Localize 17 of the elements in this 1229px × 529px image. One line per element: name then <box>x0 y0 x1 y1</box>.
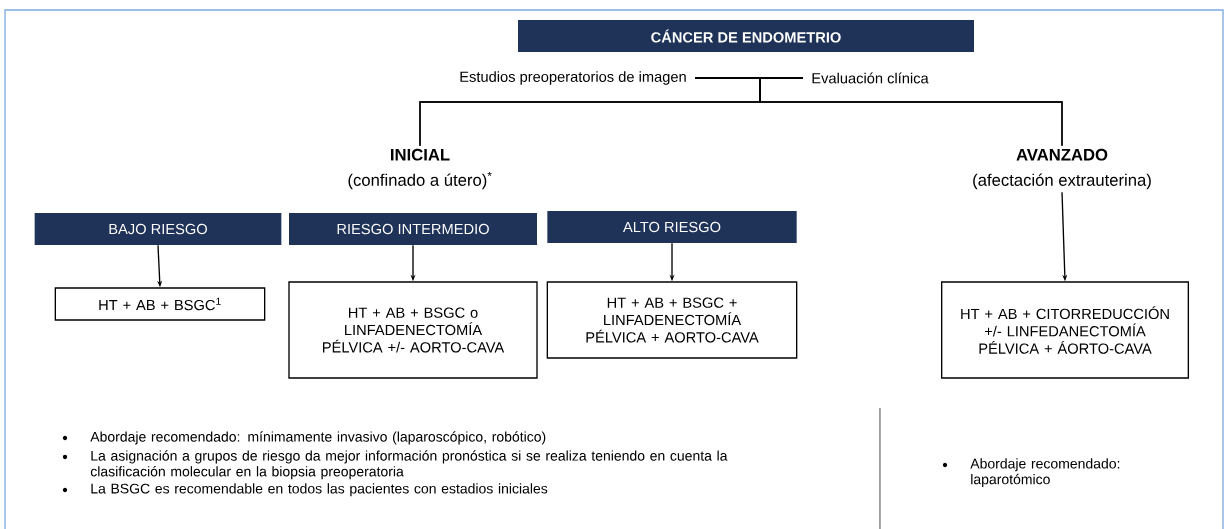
note-text: Abordaje recomendado: mínimamente invasivo (laparoscópico, robótico) <box>90 431 546 445</box>
risk-box: BAJO RIESGO <box>34 213 282 245</box>
stage-heading: INICIAL (confinado a útero)$^{*}$ <box>348 148 492 190</box>
risk-box: RIESGO INTERMEDIO <box>289 213 537 245</box>
note-text: La asignación a grupos de riesgo da mejor información pronóstica si se realiza teniendo en cuenta la clasificación molecular en la biopsia preoperatoria <box>90 450 728 480</box>
risk-box: ALTO RIESGO <box>547 211 797 243</box>
stage-heading: AVANZADO (afectación extrauterina) <box>973 148 1151 190</box>
treatment-box: HT + AB + CITORREDUCCIÓN +/- LINFEDANECTOMÍA PÉLVICA + ÁORTO-CAVA <box>941 281 1189 379</box>
bracket-line <box>759 77 1063 147</box>
treatment-box: HT + AB + BSGC + LINFADENECTOMÍA PÉLVICA + AORTO-CAVA <box>546 281 798 359</box>
header-text: Evaluación clínica <box>812 72 929 84</box>
header-text: Estudios preoperatorios de imagen <box>460 71 686 85</box>
treatment-box: HT + AB + BSGC$^{1}$ <box>54 287 266 321</box>
note-text: La BSGC es recomendable en todos las pacientes con estadios iniciales <box>91 483 548 497</box>
title-box: CÁNCER DE ENDOMETRIO <box>518 20 974 52</box>
treatment-box: HT + AB + BSGC o LINFADENECTOMÍA PÉLVICA +/- AORTO-CAVA <box>288 281 538 379</box>
note-text: Abordaje recomendado: laparotómico <box>970 458 1120 488</box>
